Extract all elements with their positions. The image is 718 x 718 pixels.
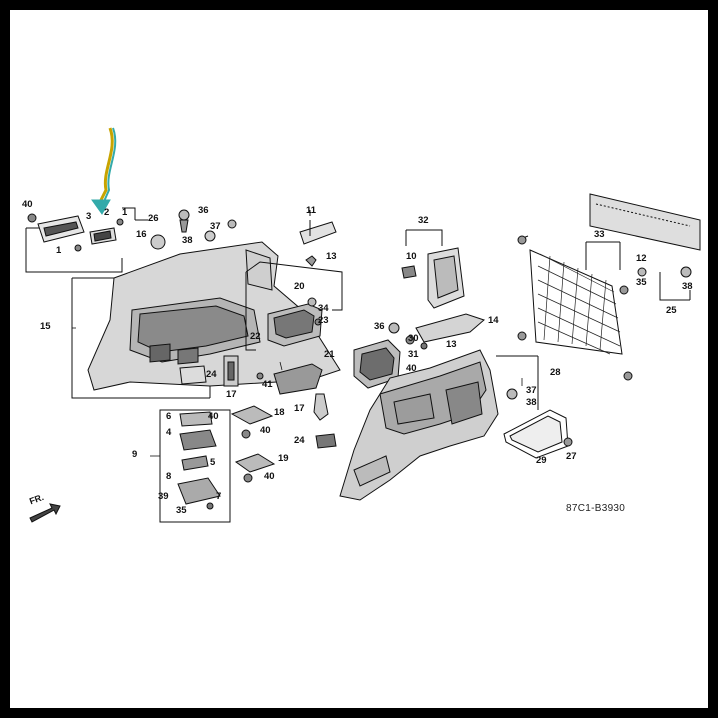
part-label-40: 40	[264, 471, 275, 482]
parts-diagram	[25, 127, 701, 523]
part-label-38: 38	[182, 235, 193, 246]
part-label-26: 26	[148, 213, 159, 224]
part-label-40: 40	[22, 199, 33, 210]
part-label-29: 29	[536, 455, 547, 466]
part-label-40: 40	[406, 363, 417, 374]
part-label-33: 33	[594, 229, 605, 240]
part-label-31: 31	[408, 349, 419, 360]
part-label-35: 38	[526, 397, 537, 408]
part-label-21: 21	[324, 349, 335, 360]
part-label-1: 1	[122, 207, 128, 218]
part-label-2: 2	[104, 207, 110, 218]
part-label-16: 16	[136, 229, 147, 240]
part-label-19: 19	[278, 453, 289, 464]
part-label-36: 36	[198, 205, 209, 216]
part-label-11: 11	[306, 205, 317, 216]
part-label-17: 17	[294, 403, 305, 414]
part-label-15: 15	[40, 321, 51, 332]
part-label-34: 34	[318, 303, 329, 314]
part-label-13: 13	[446, 339, 457, 350]
part-label-17: 17	[226, 389, 237, 400]
part-label-10: 10	[406, 251, 417, 262]
part-label-7: 7	[216, 491, 222, 502]
part-label-23: 23	[318, 315, 329, 326]
part-label-14: 14	[488, 315, 499, 326]
part-label-40: 40	[260, 425, 271, 436]
part-label-40: 40	[208, 411, 219, 422]
part-label-35: 35	[636, 277, 647, 288]
part-label-36: 36	[374, 321, 385, 332]
part-label-37: 37	[526, 385, 537, 396]
part-label-20: 20	[294, 281, 305, 292]
front-direction-arrow	[29, 503, 61, 523]
part-label-9: 9	[132, 449, 138, 460]
part-label-41: 41	[262, 379, 273, 390]
part-label-5: 5	[210, 457, 216, 468]
part-label-30: 30	[408, 333, 419, 344]
part-label-38: 38	[682, 281, 693, 292]
part-label-24: 24	[294, 435, 305, 446]
callout-arrow	[96, 127, 114, 207]
part-label-37: 37	[210, 221, 221, 232]
part-label-24: 24	[206, 369, 217, 380]
diagram-frame: 40 3 2 1 26 1 36 37 16 38 11 13 32 10 20…	[10, 10, 708, 708]
diagram-code: 87C1-B3930	[566, 503, 626, 514]
part-label-28: 28	[550, 367, 561, 378]
part-label-6: 6	[166, 411, 172, 422]
part-label-3: 3	[86, 211, 92, 222]
part-label-8: 8	[166, 471, 172, 482]
part-label-27: 27	[566, 451, 577, 462]
part-label-12: 12	[636, 253, 647, 264]
part-label-1: 1	[56, 245, 62, 256]
part-label-22: 22	[250, 331, 261, 342]
part-label-25: 25	[666, 305, 677, 316]
part-label-4: 4	[166, 427, 172, 438]
part-label-13: 13	[326, 251, 337, 262]
part-label-39: 39	[158, 491, 169, 502]
part-label-35: 35	[176, 505, 187, 516]
part-label-18: 18	[274, 407, 285, 418]
part-label-32: 32	[418, 215, 429, 226]
